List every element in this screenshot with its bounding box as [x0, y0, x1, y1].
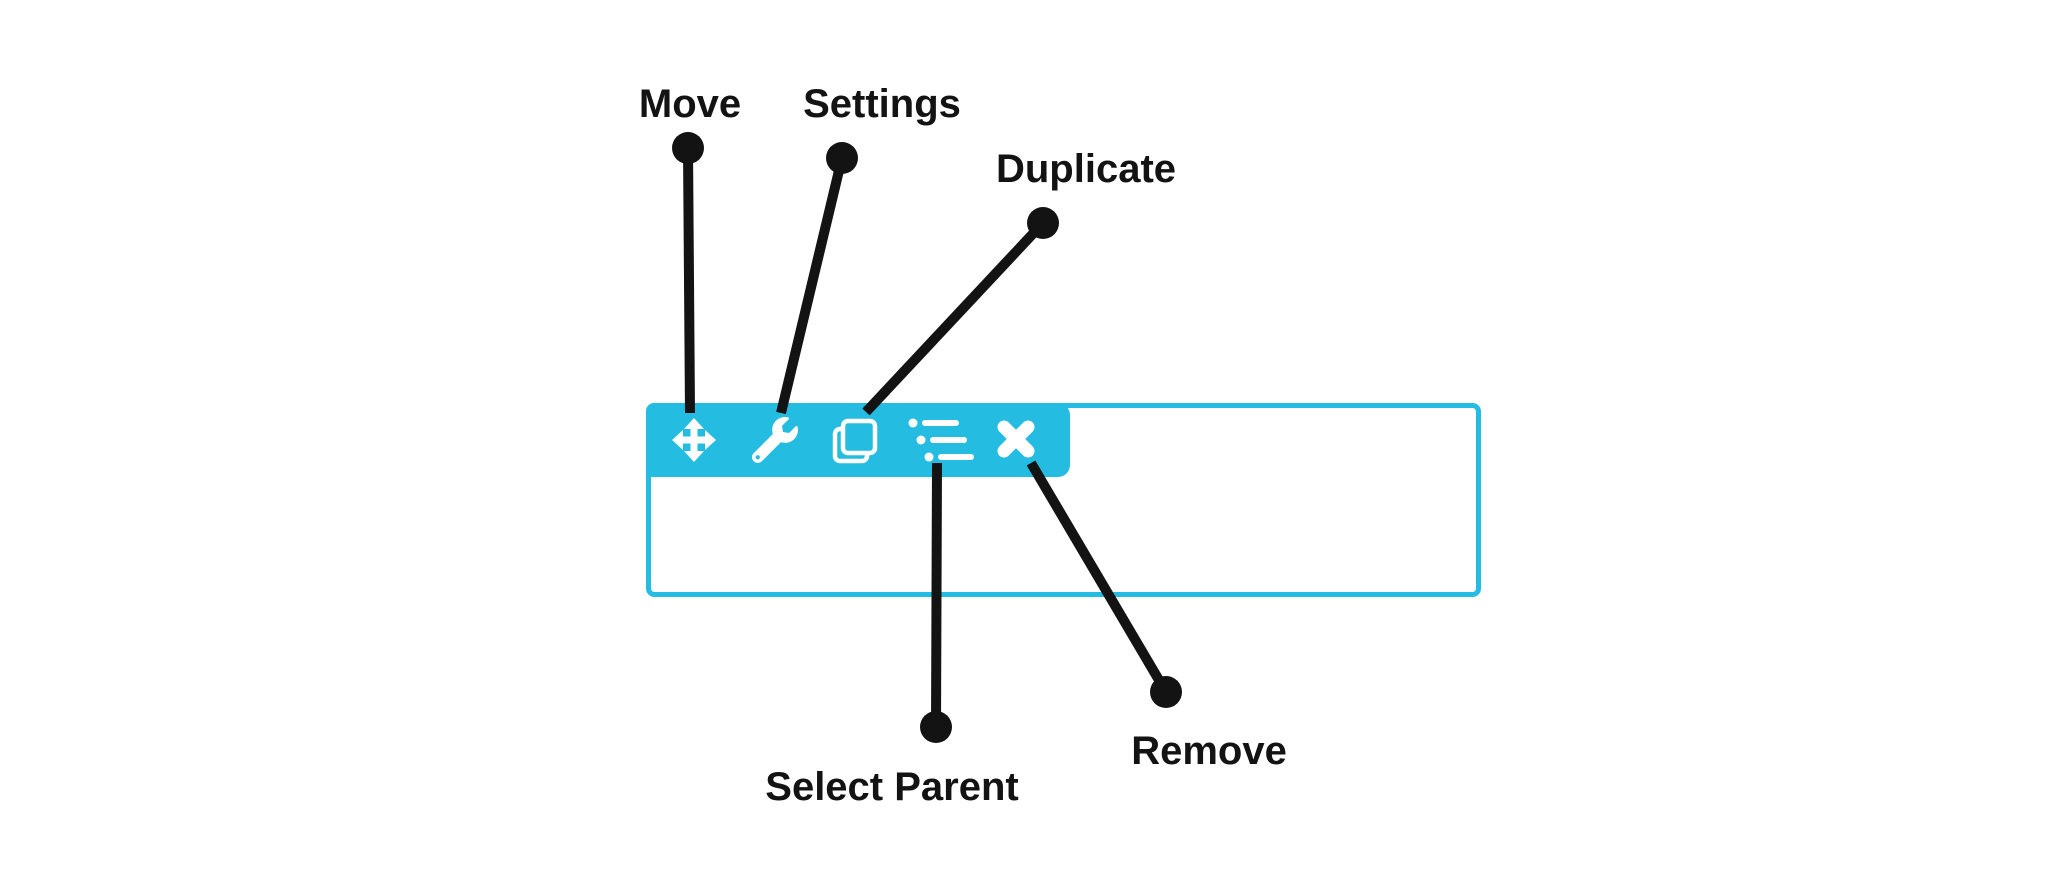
- duplicate-button[interactable]: [832, 418, 878, 464]
- select-parent-button[interactable]: [908, 418, 974, 462]
- move-callout-line: [683, 147, 695, 414]
- wrench-icon: [751, 417, 798, 463]
- move-label: Move: [639, 82, 741, 126]
- remove-button[interactable]: [997, 420, 1035, 458]
- duplicate-label: Duplicate: [996, 147, 1176, 191]
- move-button[interactable]: [672, 418, 716, 462]
- remove-callout-line: [1026, 460, 1171, 695]
- settings-callout-dot: [826, 142, 858, 174]
- list-hierarchy-icon: [908, 418, 974, 462]
- duplicate-callout-dot: [1027, 207, 1059, 239]
- move-icon: [672, 418, 716, 462]
- settings-callout-line: [776, 156, 847, 415]
- x-icon: [997, 420, 1035, 458]
- select-parent-callout-dot: [920, 711, 952, 743]
- duplicate-callout-line: [862, 219, 1047, 416]
- move-callout-dot: [672, 132, 704, 164]
- select-parent-label: Select Parent: [765, 765, 1018, 809]
- settings-button[interactable]: [751, 417, 798, 463]
- duplicate-icon: [832, 418, 878, 464]
- select-parent-callout-line: [931, 462, 942, 728]
- settings-label: Settings: [803, 82, 961, 126]
- remove-callout-dot: [1150, 676, 1182, 708]
- remove-label: Remove: [1131, 729, 1287, 773]
